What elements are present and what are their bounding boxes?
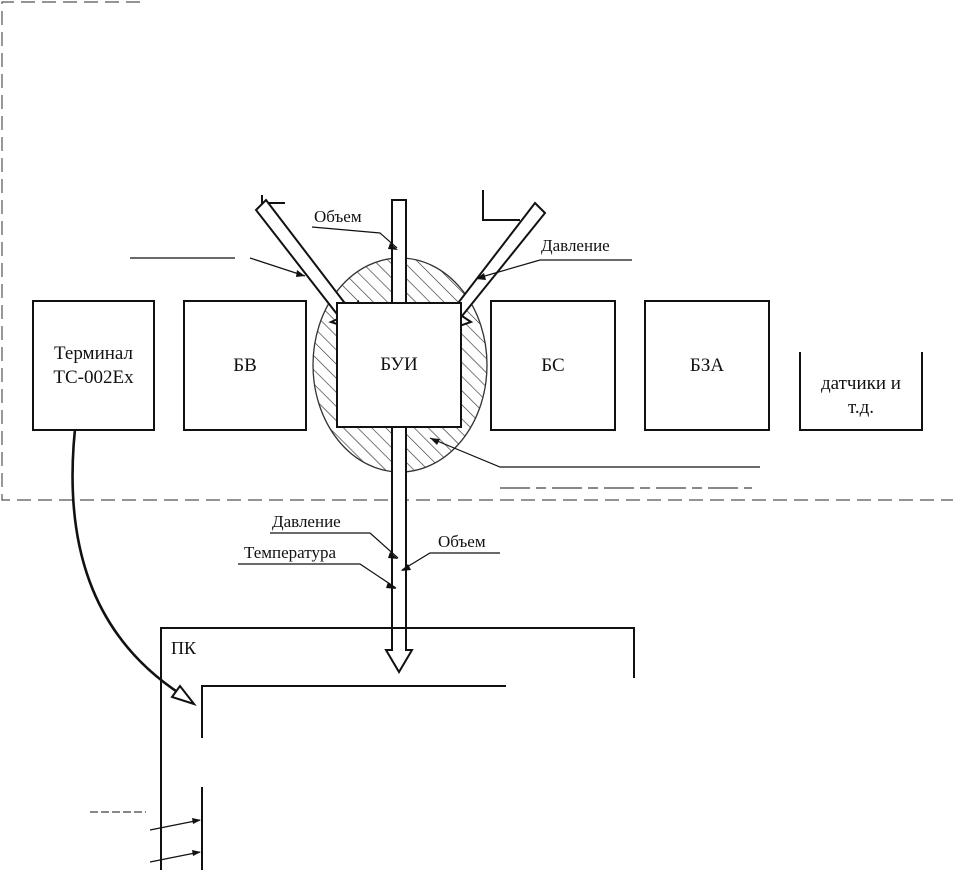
leader-tip bbox=[476, 273, 486, 280]
upper-pressure-label: Давление bbox=[541, 236, 610, 255]
leader-volume-upper bbox=[311, 226, 398, 249]
pc-inner-frame bbox=[201, 685, 506, 738]
leader-tip bbox=[430, 438, 440, 445]
leader-pressure-lower bbox=[270, 532, 399, 559]
bs-label: БС bbox=[541, 354, 565, 376]
leader-tip bbox=[296, 270, 305, 277]
leader-zone bbox=[429, 437, 760, 468]
leader-bottom-1 bbox=[149, 819, 201, 831]
terminal-block: Терминал ТС-002Ex bbox=[32, 300, 155, 431]
bza-label: БЗА bbox=[689, 354, 725, 376]
leader-pressure-upper bbox=[477, 259, 632, 279]
leader-tip bbox=[388, 243, 398, 250]
bui-label: БУИ bbox=[380, 354, 418, 375]
upper-volume-label: Объем bbox=[314, 207, 362, 226]
terminal-pc-link bbox=[71, 411, 191, 702]
sensors-label: датчики и т.д. bbox=[821, 372, 901, 418]
leader-tip bbox=[401, 564, 411, 571]
top-right-fragment bbox=[482, 190, 520, 221]
lower-temperature-label: Температура bbox=[244, 543, 337, 562]
bv-label: БВ bbox=[233, 354, 257, 376]
pc-frame bbox=[160, 627, 635, 870]
lower-pressure-label: Давление bbox=[272, 512, 341, 531]
pc-label: ПК bbox=[171, 638, 197, 658]
leader-bottom-2 bbox=[149, 851, 201, 863]
bui-block: БУИ bbox=[336, 302, 462, 428]
terminal-label: Терминал ТС-002Ex bbox=[53, 342, 134, 388]
dashed-frame bbox=[1, 1, 953, 501]
leader-volume-lower bbox=[401, 552, 500, 571]
output-arrow bbox=[384, 415, 414, 674]
leader-tip bbox=[388, 552, 398, 559]
sensors-block: датчики и т.д. bbox=[799, 352, 923, 431]
leader-tip bbox=[192, 818, 201, 824]
bza-block: БЗА bbox=[644, 300, 770, 431]
leader-tip bbox=[192, 850, 201, 856]
leader-temperature-upper bbox=[130, 257, 306, 277]
lower-volume-label: Объем bbox=[438, 532, 486, 551]
bv-block: БВ bbox=[183, 300, 307, 431]
leader-temperature-lower bbox=[238, 563, 397, 589]
bs-block: БС bbox=[490, 300, 616, 431]
link-arrowhead-bottom bbox=[170, 684, 197, 706]
leader-tip bbox=[386, 582, 396, 589]
